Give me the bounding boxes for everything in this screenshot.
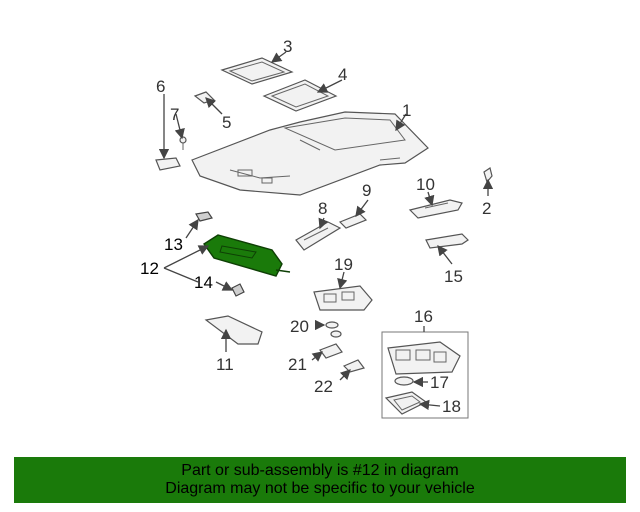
- part-12-sun-visor[interactable]: [203, 234, 291, 277]
- part-7-screw[interactable]: [179, 136, 187, 150]
- callout-3: 3: [283, 37, 292, 56]
- part-11-visor[interactable]: [204, 315, 263, 345]
- callout-11: 11: [216, 355, 234, 374]
- part-20-bulbs[interactable]: [325, 321, 342, 338]
- part-2-screw[interactable]: [483, 167, 493, 184]
- callout-22: 22: [314, 377, 333, 396]
- callout-8: 8: [318, 199, 327, 218]
- callout-4: 4: [338, 65, 347, 84]
- callout-15: 15: [444, 267, 463, 286]
- part-16-console-assembly[interactable]: [381, 331, 469, 419]
- callout-6: 6: [156, 77, 165, 96]
- leader-lines: [158, 51, 494, 411]
- callout-2: 2: [482, 199, 491, 218]
- callout-1: 1: [402, 101, 411, 120]
- callout-10: 10: [416, 175, 435, 194]
- part-4-sunshade-panel[interactable]: [262, 79, 338, 112]
- banner-line-part-number: Part or sub-assembly is #12 in diagram: [181, 462, 459, 479]
- part-17-bulb[interactable]: [394, 376, 414, 386]
- part-14-screw[interactable]: [231, 283, 245, 297]
- part-15-assist-grip[interactable]: [425, 233, 469, 249]
- part-21-lens[interactable]: [319, 343, 343, 359]
- callout-12: 12: [140, 259, 159, 278]
- part-8-visor-holder[interactable]: [295, 221, 342, 251]
- callout-16: 16: [414, 307, 433, 326]
- part-13-visor-bracket[interactable]: [195, 211, 213, 222]
- callout-7: 7: [170, 105, 179, 124]
- callout-17: 17: [430, 373, 449, 392]
- info-banner: Part or sub-assembly is #12 in diagram D…: [14, 457, 626, 503]
- callout-20: 20: [290, 317, 309, 336]
- part-22-cover[interactable]: [342, 359, 366, 373]
- callout-14: 14: [194, 273, 213, 292]
- part-6-lamp-cover[interactable]: [155, 157, 181, 171]
- part-10-assist-grip[interactable]: [408, 199, 463, 219]
- part-18-lens[interactable]: [384, 391, 428, 415]
- callout-13: 13: [164, 235, 183, 254]
- callout-5: 5: [222, 113, 231, 132]
- callout-19: 19: [334, 255, 353, 274]
- callout-labels: 3 4 1 6 7 5 10 2 8 9 13 12 14 15 19 16 2…: [140, 37, 491, 416]
- callout-18: 18: [442, 397, 461, 416]
- part-3-roof-panel[interactable]: [220, 57, 294, 85]
- callout-9: 9: [362, 181, 371, 200]
- banner-line-disclaimer: Diagram may not be specific to your vehi…: [165, 480, 475, 497]
- part-19-dome-lamp[interactable]: [313, 285, 373, 311]
- part-5-clip[interactable]: [193, 91, 216, 104]
- part-9-clip[interactable]: [338, 213, 368, 229]
- callout-21: 21: [288, 355, 307, 374]
